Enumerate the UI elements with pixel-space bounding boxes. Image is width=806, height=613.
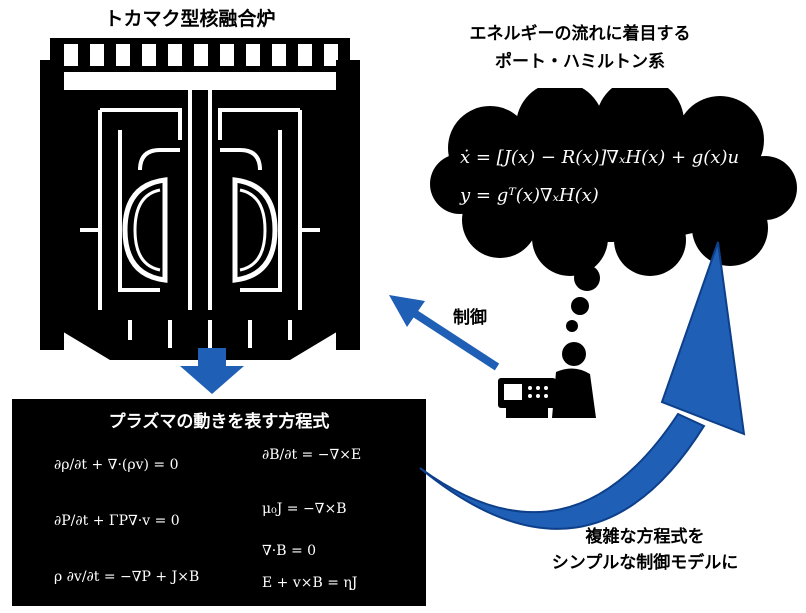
tokamak-reactor-illustration — [40, 38, 360, 360]
simplification-label-line1: 複雑な方程式を — [585, 527, 705, 547]
simplification-label: 複雑な方程式を シンプルな制御モデルに — [490, 524, 800, 576]
plasma-equations-title: プラズマの動きを表す方程式 — [108, 412, 330, 432]
simplification-label-line2: シンプルな制御モデルに — [551, 553, 739, 573]
continuity-equation: ∂ρ/∂t + ∇·(ρv) = 0 — [54, 457, 179, 473]
port-hamiltonian-title-line2: ポート・ハミルトン系 — [495, 52, 665, 72]
divergence-free-equation: ∇·B = 0 — [262, 543, 317, 559]
induction-equation: ∂B/∂t = −∇×E — [262, 447, 362, 463]
port-hamiltonian-title: エネルギーの流れに着目する ポート・ハミルトン系 — [430, 20, 730, 76]
ohm-law-equation: E + v×B = ηJ — [262, 575, 358, 591]
control-label: 制御 — [453, 308, 487, 328]
control-arrow — [389, 295, 500, 371]
operator-icon — [498, 342, 596, 418]
port-hamiltonian-title-line1: エネルギーの流れに着目する — [469, 24, 691, 44]
momentum-equation: ρ ∂v/∂t = −∇P + J×B — [54, 569, 200, 585]
tokamak-title: トカマク型核融合炉 — [104, 8, 276, 30]
down-arrow — [180, 348, 244, 394]
plasma-equations-box: プラズマの動きを表す方程式 ∂ρ/∂t + ∇·(ρv) = 0 ∂P/∂t +… — [12, 399, 426, 606]
simplification-curved-arrow — [419, 241, 746, 530]
thought-cloud — [430, 88, 797, 332]
pressure-equation: ∂P/∂t + ΓP∇·v = 0 — [54, 513, 180, 529]
phs-state-equation: ẋ = [J(x) − R(x)]∇ₓH(x) + g(x)u — [460, 147, 740, 168]
phs-output-equation: y = gᵀ(x)∇ₓH(x) — [460, 185, 599, 206]
ampere-equation: μ₀J = −∇×B — [262, 501, 347, 517]
